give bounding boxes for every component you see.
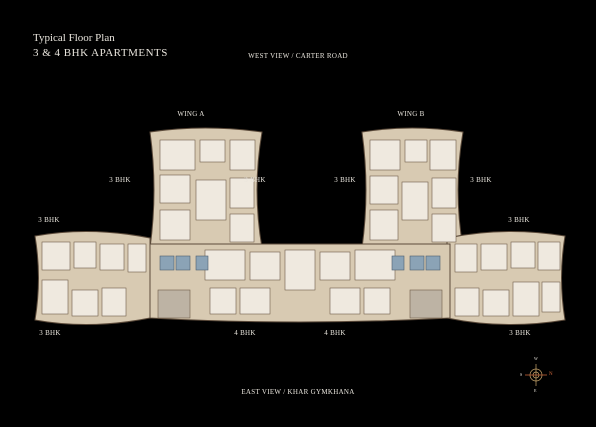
east-view-label: EAST VIEW / KHAR GYMKHANA — [241, 388, 355, 396]
staircases — [157, 289, 443, 319]
wing-b-label: WING B — [397, 110, 425, 118]
compass-left-letter: S — [520, 372, 523, 377]
rooms — [41, 139, 561, 317]
unit-label: 3 BHK — [39, 329, 61, 337]
unit-label: 3 BHK — [470, 176, 492, 184]
compass-right-letter: N — [549, 372, 553, 377]
unit-label: 4 BHK — [234, 329, 256, 337]
compass-bottom-letter: E — [534, 388, 537, 393]
unit-label: 4 BHK — [324, 329, 346, 337]
unit-label: 3 BHK — [109, 176, 131, 184]
unit-label: 3 BHK — [509, 329, 531, 337]
unit-label: 3 BHK — [244, 176, 266, 184]
plan-title: Typical Floor Plan — [33, 32, 115, 44]
compass — [525, 364, 547, 386]
compass-top-letter: W — [534, 356, 538, 361]
unit-label: 3 BHK — [38, 216, 60, 224]
wing-a-label: WING A — [177, 110, 205, 118]
lifts — [159, 255, 441, 271]
west-view-label: WEST VIEW / CARTER ROAD — [248, 52, 348, 60]
unit-label: 3 BHK — [508, 216, 530, 224]
unit-label: 3 BHK — [334, 176, 356, 184]
plan-subtitle: 3 & 4 BHK APARTMENTS — [33, 47, 168, 59]
